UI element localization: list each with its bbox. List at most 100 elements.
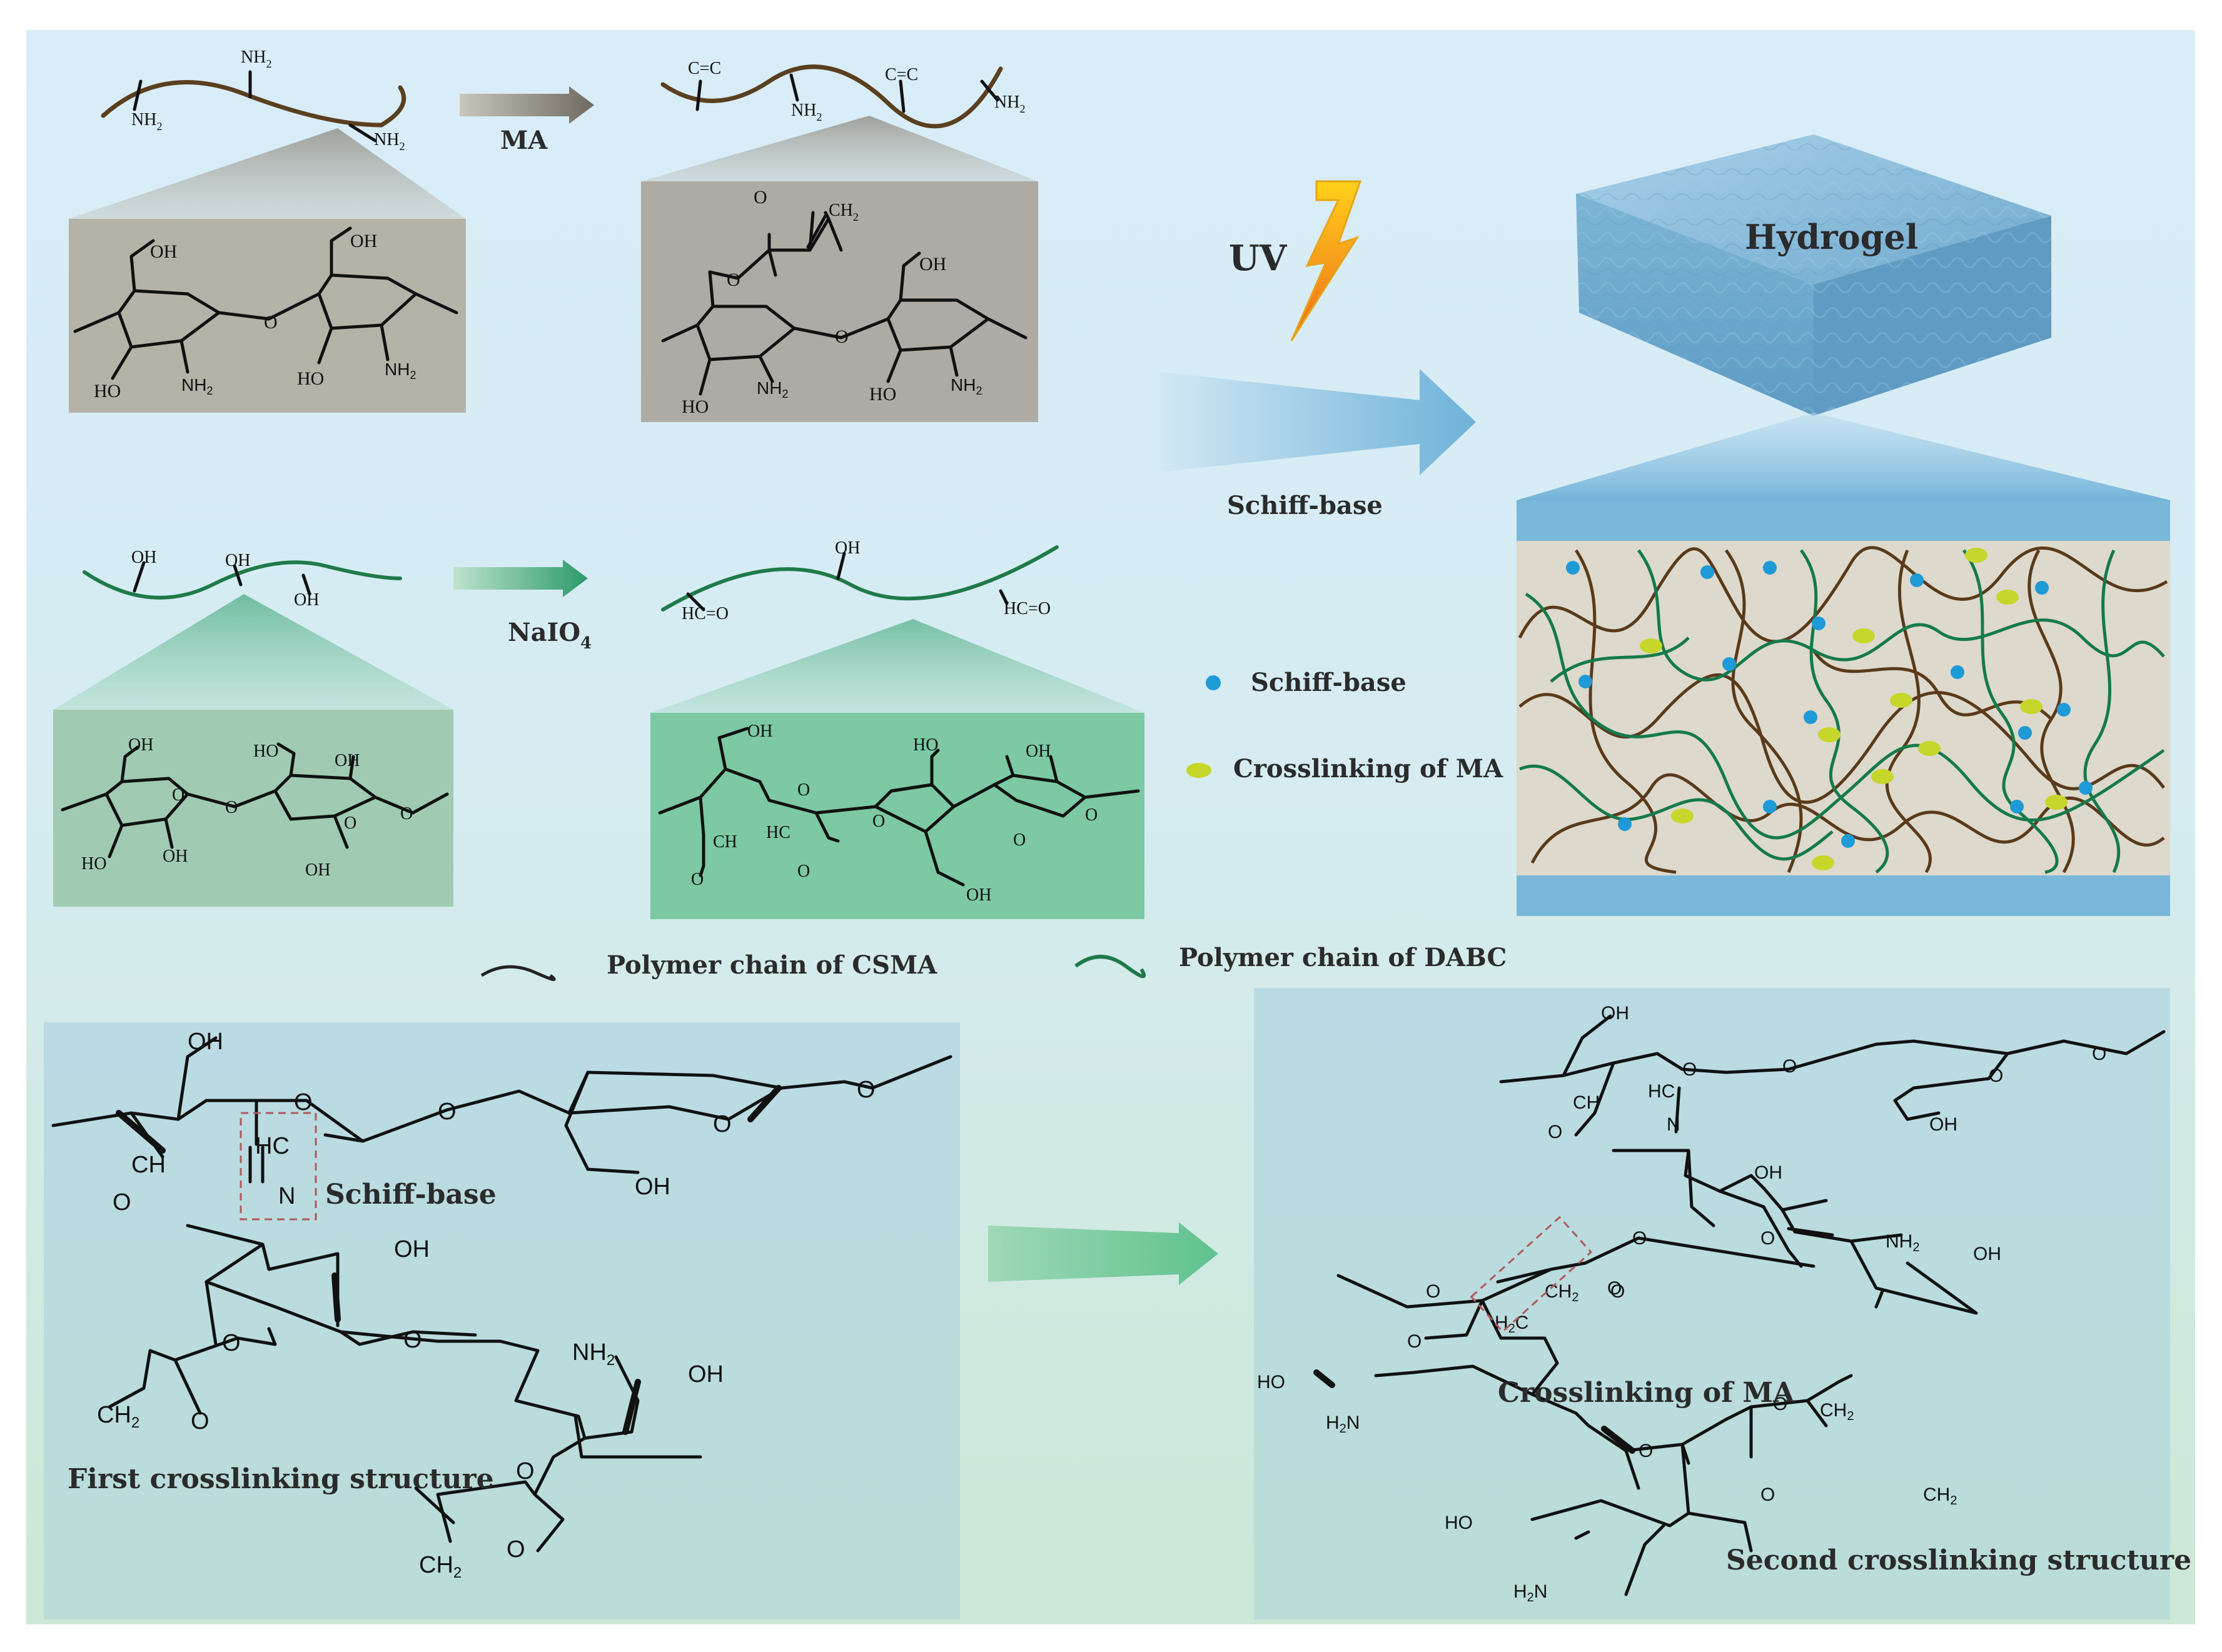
legend-chain-csma: Polymer chain of CSMA: [480, 950, 937, 981]
svg-text:O: O: [1760, 1228, 1775, 1249]
svg-text:Schiff-base: Schiff-base: [1251, 668, 1406, 697]
hydrogel-block-icon: [1576, 134, 2051, 416]
svg-text:O: O: [172, 785, 184, 805]
svg-text:OH: OH: [163, 847, 188, 866]
svg-text:OH: OH: [294, 590, 319, 610]
chitosan-structure: OH OH HO HO NH2 NH2 O: [73, 226, 458, 401]
svg-text:HO: HO: [81, 854, 106, 874]
svg-text:HC=O: HC=O: [1004, 599, 1051, 618]
svg-text:NH2: NH2: [181, 375, 213, 397]
svg-text:NH2: NH2: [994, 93, 1025, 115]
svg-text:NH2: NH2: [791, 101, 822, 123]
svg-text:CH2: CH2: [1923, 1484, 1957, 1508]
csma-structure-box: [641, 181, 1038, 422]
svg-text:O: O: [797, 862, 810, 881]
svg-text:N: N: [1667, 1114, 1680, 1135]
cellulose-structure: OH HO OH HO OH OH O O O O: [61, 735, 449, 880]
ma-arrow: MA: [460, 86, 594, 155]
svg-text:OH: OH: [128, 735, 153, 755]
svg-text:OH: OH: [688, 1361, 724, 1388]
svg-text:CH2: CH2: [97, 1402, 139, 1431]
svg-text:O: O: [222, 1330, 241, 1356]
svg-text:Crosslinking of MA: Crosslinking of MA: [1498, 1377, 1795, 1409]
svg-text:O: O: [1407, 1331, 1422, 1352]
dabc-chain: HC=O OH HC=O: [661, 538, 1059, 623]
main-reaction-arrow: [1160, 369, 1476, 475]
svg-text:O: O: [727, 269, 740, 290]
svg-text:OH: OH: [635, 1174, 670, 1200]
svg-text:O: O: [344, 813, 356, 833]
svg-text:O: O: [264, 312, 278, 333]
svg-text:O: O: [225, 798, 238, 817]
svg-text:NaIO4: NaIO4: [508, 618, 592, 653]
legend-schiff-dot: [1206, 675, 1221, 690]
svg-text:C=C: C=C: [885, 65, 918, 84]
svg-text:HO: HO: [253, 742, 278, 761]
csma-chain: C=C C=C NH2 NH2: [660, 59, 1025, 129]
svg-text:Hydrogel: Hydrogel: [1745, 217, 1918, 257]
network-bottom-band: [1517, 875, 2170, 916]
svg-text:HO: HO: [1257, 1372, 1285, 1393]
svg-text:OH: OH: [1601, 1003, 1629, 1024]
svg-text:O: O: [754, 187, 767, 208]
svg-text:CH2: CH2: [1545, 1281, 1578, 1304]
svg-text:H2N: H2N: [1326, 1413, 1360, 1436]
svg-text:OH: OH: [966, 885, 991, 905]
svg-text:HO: HO: [94, 381, 121, 401]
svg-text:UV: UV: [1229, 238, 1288, 279]
svg-text:O: O: [713, 1111, 732, 1137]
svg-text:NH2: NH2: [131, 110, 162, 133]
polymer-network: [1518, 546, 2168, 874]
svg-text:OH: OH: [150, 241, 177, 262]
svg-text:O: O: [507, 1536, 525, 1563]
svg-text:Second crosslinking structure: Second crosslinking structure: [1726, 1544, 2191, 1576]
svg-text:O: O: [1610, 1281, 1625, 1302]
svg-text:CH: CH: [713, 832, 737, 852]
svg-text:O: O: [1989, 1065, 2003, 1086]
svg-text:HO: HO: [297, 368, 324, 389]
svg-text:O: O: [438, 1099, 457, 1125]
svg-text:O: O: [403, 1327, 422, 1353]
svg-text:Polymer chain of DABC: Polymer chain of DABC: [1179, 943, 1507, 972]
naio4-arrow: NaIO4: [453, 560, 592, 653]
svg-text:OH: OH: [1754, 1162, 1782, 1183]
svg-text:HC: HC: [1648, 1081, 1675, 1102]
dabc-zoom-fan: [650, 619, 1144, 713]
second-crosslink-structure: OH CH O HC N O O O O OH OH O O NH2 OH O …: [1257, 1003, 2166, 1604]
svg-text:NH2: NH2: [1886, 1231, 1919, 1254]
svg-text:Crosslinking of MA: Crosslinking of MA: [1233, 754, 1503, 783]
dabc-structure: OH CH O HC O O O OH HO OH O O: [658, 722, 1140, 905]
svg-text:O: O: [797, 780, 810, 800]
svg-text:OH: OH: [1973, 1244, 2001, 1264]
svg-text:NH2: NH2: [385, 360, 416, 381]
svg-text:O: O: [2092, 1044, 2106, 1064]
first-crosslink-structure: OH CH O O O O O OH HC N OH O NH2 OH O CH…: [51, 1029, 952, 1581]
first-crosslink-panel: [44, 1022, 960, 1619]
csma-structure: O CH2 O O OH HO HO NH2 NH2: [661, 187, 1028, 417]
svg-text:HO: HO: [1445, 1513, 1473, 1533]
svg-text:CH: CH: [131, 1152, 166, 1178]
svg-text:NH2: NH2: [572, 1339, 615, 1369]
svg-text:HO: HO: [913, 735, 938, 755]
svg-text:CH: CH: [1573, 1092, 1600, 1113]
svg-text:O: O: [1607, 1278, 1622, 1299]
legend-csma-line: [480, 965, 556, 981]
svg-text:First crosslinking structure: First crosslinking structure: [68, 1463, 494, 1495]
svg-text:OH: OH: [747, 722, 772, 741]
svg-text:O: O: [1639, 1441, 1653, 1461]
svg-text:NH2: NH2: [757, 378, 788, 400]
svg-text:NH2: NH2: [951, 375, 982, 397]
svg-text:O: O: [294, 1089, 313, 1116]
svg-text:Polymer chain of CSMA: Polymer chain of CSMA: [607, 950, 937, 980]
chitosan-chain: NH2 NH2 NH2: [101, 48, 407, 153]
legend-chain-dabc: Polymer chain of DABC: [1074, 943, 1507, 979]
svg-text:OH: OH: [131, 548, 156, 567]
ma-highlight-box: [1470, 1216, 1593, 1333]
svg-text:N: N: [278, 1183, 295, 1209]
svg-text:O: O: [1632, 1228, 1647, 1249]
second-crosslink-panel: [1254, 988, 2170, 1619]
legend-dabc-line: [1074, 955, 1146, 979]
svg-text:OH: OH: [1929, 1114, 1957, 1135]
svg-text:HC: HC: [766, 823, 790, 842]
svg-text:O: O: [1773, 1394, 1787, 1414]
